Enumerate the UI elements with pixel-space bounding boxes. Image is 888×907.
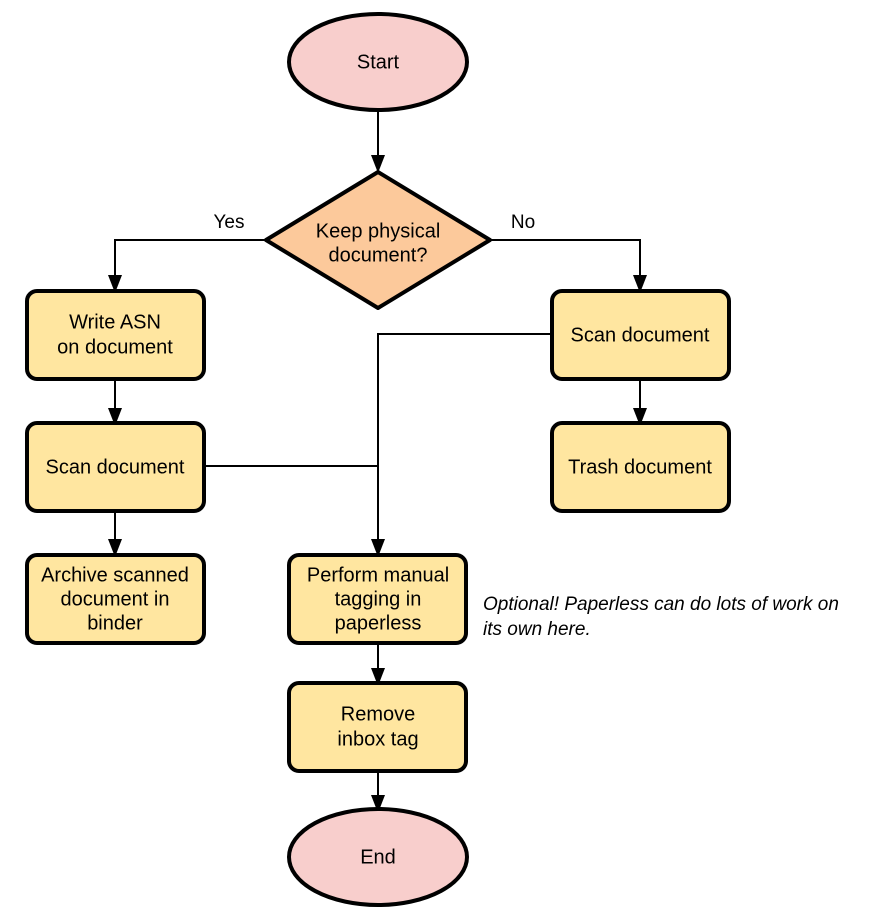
arrowhead-icon: [108, 539, 122, 557]
start-label: Start: [357, 51, 400, 73]
edge-line: [490, 239, 641, 280]
arrowhead-icon: [371, 668, 385, 686]
write-asn-label-line1: Write ASN: [69, 311, 161, 333]
arrowhead-icon: [633, 275, 647, 293]
node-trash-document[interactable]: Trash document: [550, 421, 731, 513]
write-asn-label-line2: on document: [57, 336, 173, 358]
arrowhead-icon: [371, 539, 385, 557]
node-remove-inbox-tag[interactable]: Remove inbox tag: [287, 681, 468, 773]
remove-inbox-label-line2: inbox tag: [337, 728, 418, 750]
edge-label-yes: Yes: [214, 212, 245, 233]
tagging-label-line1: Perform manual: [307, 564, 449, 586]
decision-label-line2: document?: [329, 244, 428, 266]
arrowhead-icon: [633, 408, 647, 426]
edge-scan-right-to-trash: [633, 379, 647, 426]
optional-note-line2: its own here.: [483, 619, 591, 640]
start-ellipse[interactable]: [287, 12, 469, 112]
node-archive-scanned-document[interactable]: Archive scanned document in binder: [25, 553, 206, 645]
remove-inbox-tag-box[interactable]: [287, 681, 468, 773]
tagging-label-line2: tagging in: [335, 588, 422, 610]
optional-note-line1: Optional! Paperless can do lots of work …: [483, 594, 839, 615]
archive-label-line2: document in: [61, 588, 170, 610]
decision-label-line1: Keep physical: [316, 220, 441, 242]
edge-scan-right-to-tagging: [371, 333, 552, 557]
scan-document-right-box[interactable]: [550, 289, 731, 381]
edge-line: [114, 239, 266, 280]
archive-label-line1: Archive scanned: [41, 564, 189, 586]
archive-box[interactable]: [25, 553, 206, 645]
edge-start-to-decision: [371, 102, 385, 173]
node-perform-manual-tagging[interactable]: Perform manual tagging in paperless: [287, 553, 468, 645]
end-ellipse[interactable]: [287, 807, 469, 907]
node-scan-document-right[interactable]: Scan document: [550, 289, 731, 381]
arrowhead-icon: [108, 275, 122, 293]
node-write-asn-on-document[interactable]: Write ASN on document: [25, 289, 206, 381]
archive-label-line3: binder: [87, 612, 143, 634]
edge-decision-no-to-scan-right: [490, 239, 647, 293]
scan-document-left-label: Scan document: [46, 456, 185, 478]
node-scan-document-left[interactable]: Scan document: [25, 421, 206, 513]
edge-label-no: No: [511, 212, 535, 233]
edge-decision-yes-to-write-asn: [108, 239, 266, 293]
arrowhead-icon: [371, 155, 385, 173]
scan-document-left-box[interactable]: [25, 421, 206, 513]
remove-inbox-label-line1: Remove: [341, 703, 415, 725]
write-asn-box[interactable]: [25, 289, 206, 381]
edge-line: [377, 333, 552, 544]
scan-document-right-label: Scan document: [571, 324, 710, 346]
node-end[interactable]: End: [287, 807, 469, 907]
arrowhead-icon: [371, 795, 385, 813]
edge-tagging-to-remove-inbox: [371, 643, 385, 686]
arrowhead-icon: [108, 408, 122, 426]
end-label: End: [360, 846, 396, 868]
node-start[interactable]: Start: [287, 12, 469, 112]
trash-document-label: Trash document: [568, 456, 712, 478]
edge-scan-left-to-archive: [108, 511, 122, 557]
tagging-box[interactable]: [287, 553, 468, 645]
annotation-optional-note: Optional! Paperless can do lots of work …: [483, 594, 839, 640]
edge-remove-inbox-to-end: [371, 771, 385, 813]
tagging-label-line3: paperless: [335, 612, 422, 634]
decision-diamond[interactable]: [264, 170, 492, 310]
node-decision-keep-physical-document[interactable]: Keep physical document?: [264, 170, 492, 310]
trash-document-box[interactable]: [550, 421, 731, 513]
edge-write-asn-to-scan-left: [108, 379, 122, 426]
